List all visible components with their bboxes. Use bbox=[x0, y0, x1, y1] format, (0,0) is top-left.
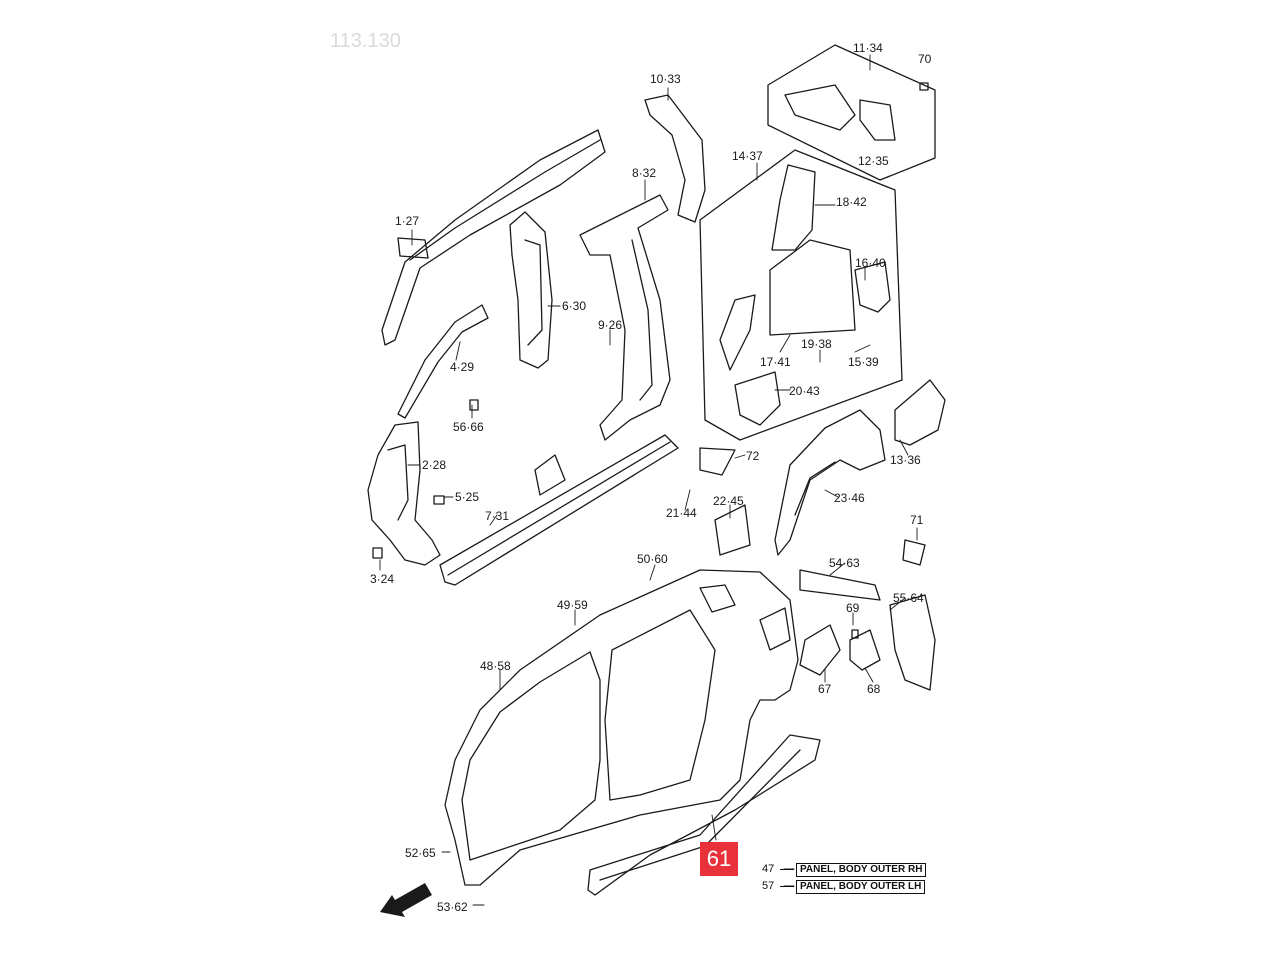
bracket-13-36-part bbox=[894, 379, 946, 446]
callout-label: 14·37 bbox=[732, 149, 763, 163]
callout-label: 55·64 bbox=[893, 591, 924, 605]
callout-label: 16·40 bbox=[855, 256, 886, 270]
callout-label: 11·34 bbox=[853, 41, 883, 55]
front-pillar-upper-part bbox=[397, 304, 489, 419]
callout-label: 49·59 bbox=[557, 598, 588, 612]
legend-text: PANEL, BODY OUTER RH bbox=[796, 863, 927, 877]
inner-wheelhouse-group-box bbox=[699, 149, 903, 441]
legend-dash bbox=[780, 885, 794, 887]
rear-pillar-part bbox=[644, 94, 706, 223]
callout-label: 50·60 bbox=[637, 552, 668, 566]
callout-label: 70 bbox=[918, 52, 932, 66]
callout-label: 3·24 bbox=[370, 572, 395, 586]
legend-text: PANEL, BODY OUTER LH bbox=[796, 880, 926, 894]
callout-label: 10·33 bbox=[650, 72, 681, 86]
legend-dash bbox=[780, 868, 794, 870]
front-pillar-lower-part bbox=[367, 421, 441, 566]
legend-number: 47 bbox=[762, 863, 775, 875]
callout-label: 68 bbox=[867, 682, 881, 696]
outer-wheelhouse-part bbox=[774, 409, 886, 556]
callout-label: 72 bbox=[746, 449, 760, 463]
side-sill-inner-part bbox=[439, 434, 679, 586]
callout-label: 12·35 bbox=[858, 154, 889, 168]
callout-label: 19·38 bbox=[801, 337, 832, 351]
callout-label: 69 bbox=[846, 601, 860, 615]
fuel-lid-parts bbox=[799, 594, 936, 691]
callout-label: 18·42 bbox=[836, 195, 867, 209]
callout-label: 22·45 bbox=[713, 494, 744, 508]
callout-label: 15·39 bbox=[848, 355, 879, 369]
callout-label: 7·31 bbox=[485, 509, 510, 523]
callout-label: 21·44 bbox=[666, 506, 697, 520]
callout-label: 17·41 bbox=[760, 355, 791, 369]
callout-label: 48·58 bbox=[480, 659, 511, 673]
callout-label: 4·29 bbox=[450, 360, 475, 374]
callout-label: 9·26 bbox=[598, 318, 623, 332]
legend-row: 57 PANEL, BODY OUTER LH bbox=[762, 879, 926, 894]
small-brackets bbox=[372, 82, 929, 639]
roof-rail-part bbox=[381, 129, 606, 346]
callout-label: 52·65 bbox=[405, 846, 436, 860]
body-outer-panel-part bbox=[444, 569, 799, 886]
upper-right-group-box bbox=[767, 44, 936, 181]
center-pillar-part bbox=[509, 211, 553, 369]
callout-label: 13·36 bbox=[890, 453, 921, 467]
callout-label: 53·62 bbox=[437, 900, 468, 914]
callout-label: 67 bbox=[818, 682, 832, 696]
callout-label: 5·25 bbox=[455, 490, 480, 504]
callout-label: 6·30 bbox=[562, 299, 587, 313]
callout-label: 71 bbox=[910, 513, 924, 527]
callout-label: 1·27 bbox=[395, 214, 420, 228]
callout-label: 23·46 bbox=[834, 491, 865, 505]
callout-label: 2·28 bbox=[422, 458, 447, 472]
callout-label: 8·32 bbox=[632, 166, 657, 180]
legend-row: 47 PANEL, BODY OUTER RH bbox=[762, 862, 927, 877]
callout-label: 20·43 bbox=[789, 384, 820, 398]
callout-label: 54·63 bbox=[829, 556, 860, 570]
faint-header-text: 113.130 bbox=[330, 30, 401, 52]
highlighted-part-number[interactable]: 61 bbox=[700, 842, 738, 876]
forward-arrow-icon bbox=[380, 883, 432, 917]
leader-lines bbox=[379, 54, 918, 906]
callout-label: 56·66 bbox=[453, 420, 484, 434]
legend-number: 57 bbox=[762, 880, 775, 892]
center-pillar-inner-part bbox=[579, 194, 671, 441]
